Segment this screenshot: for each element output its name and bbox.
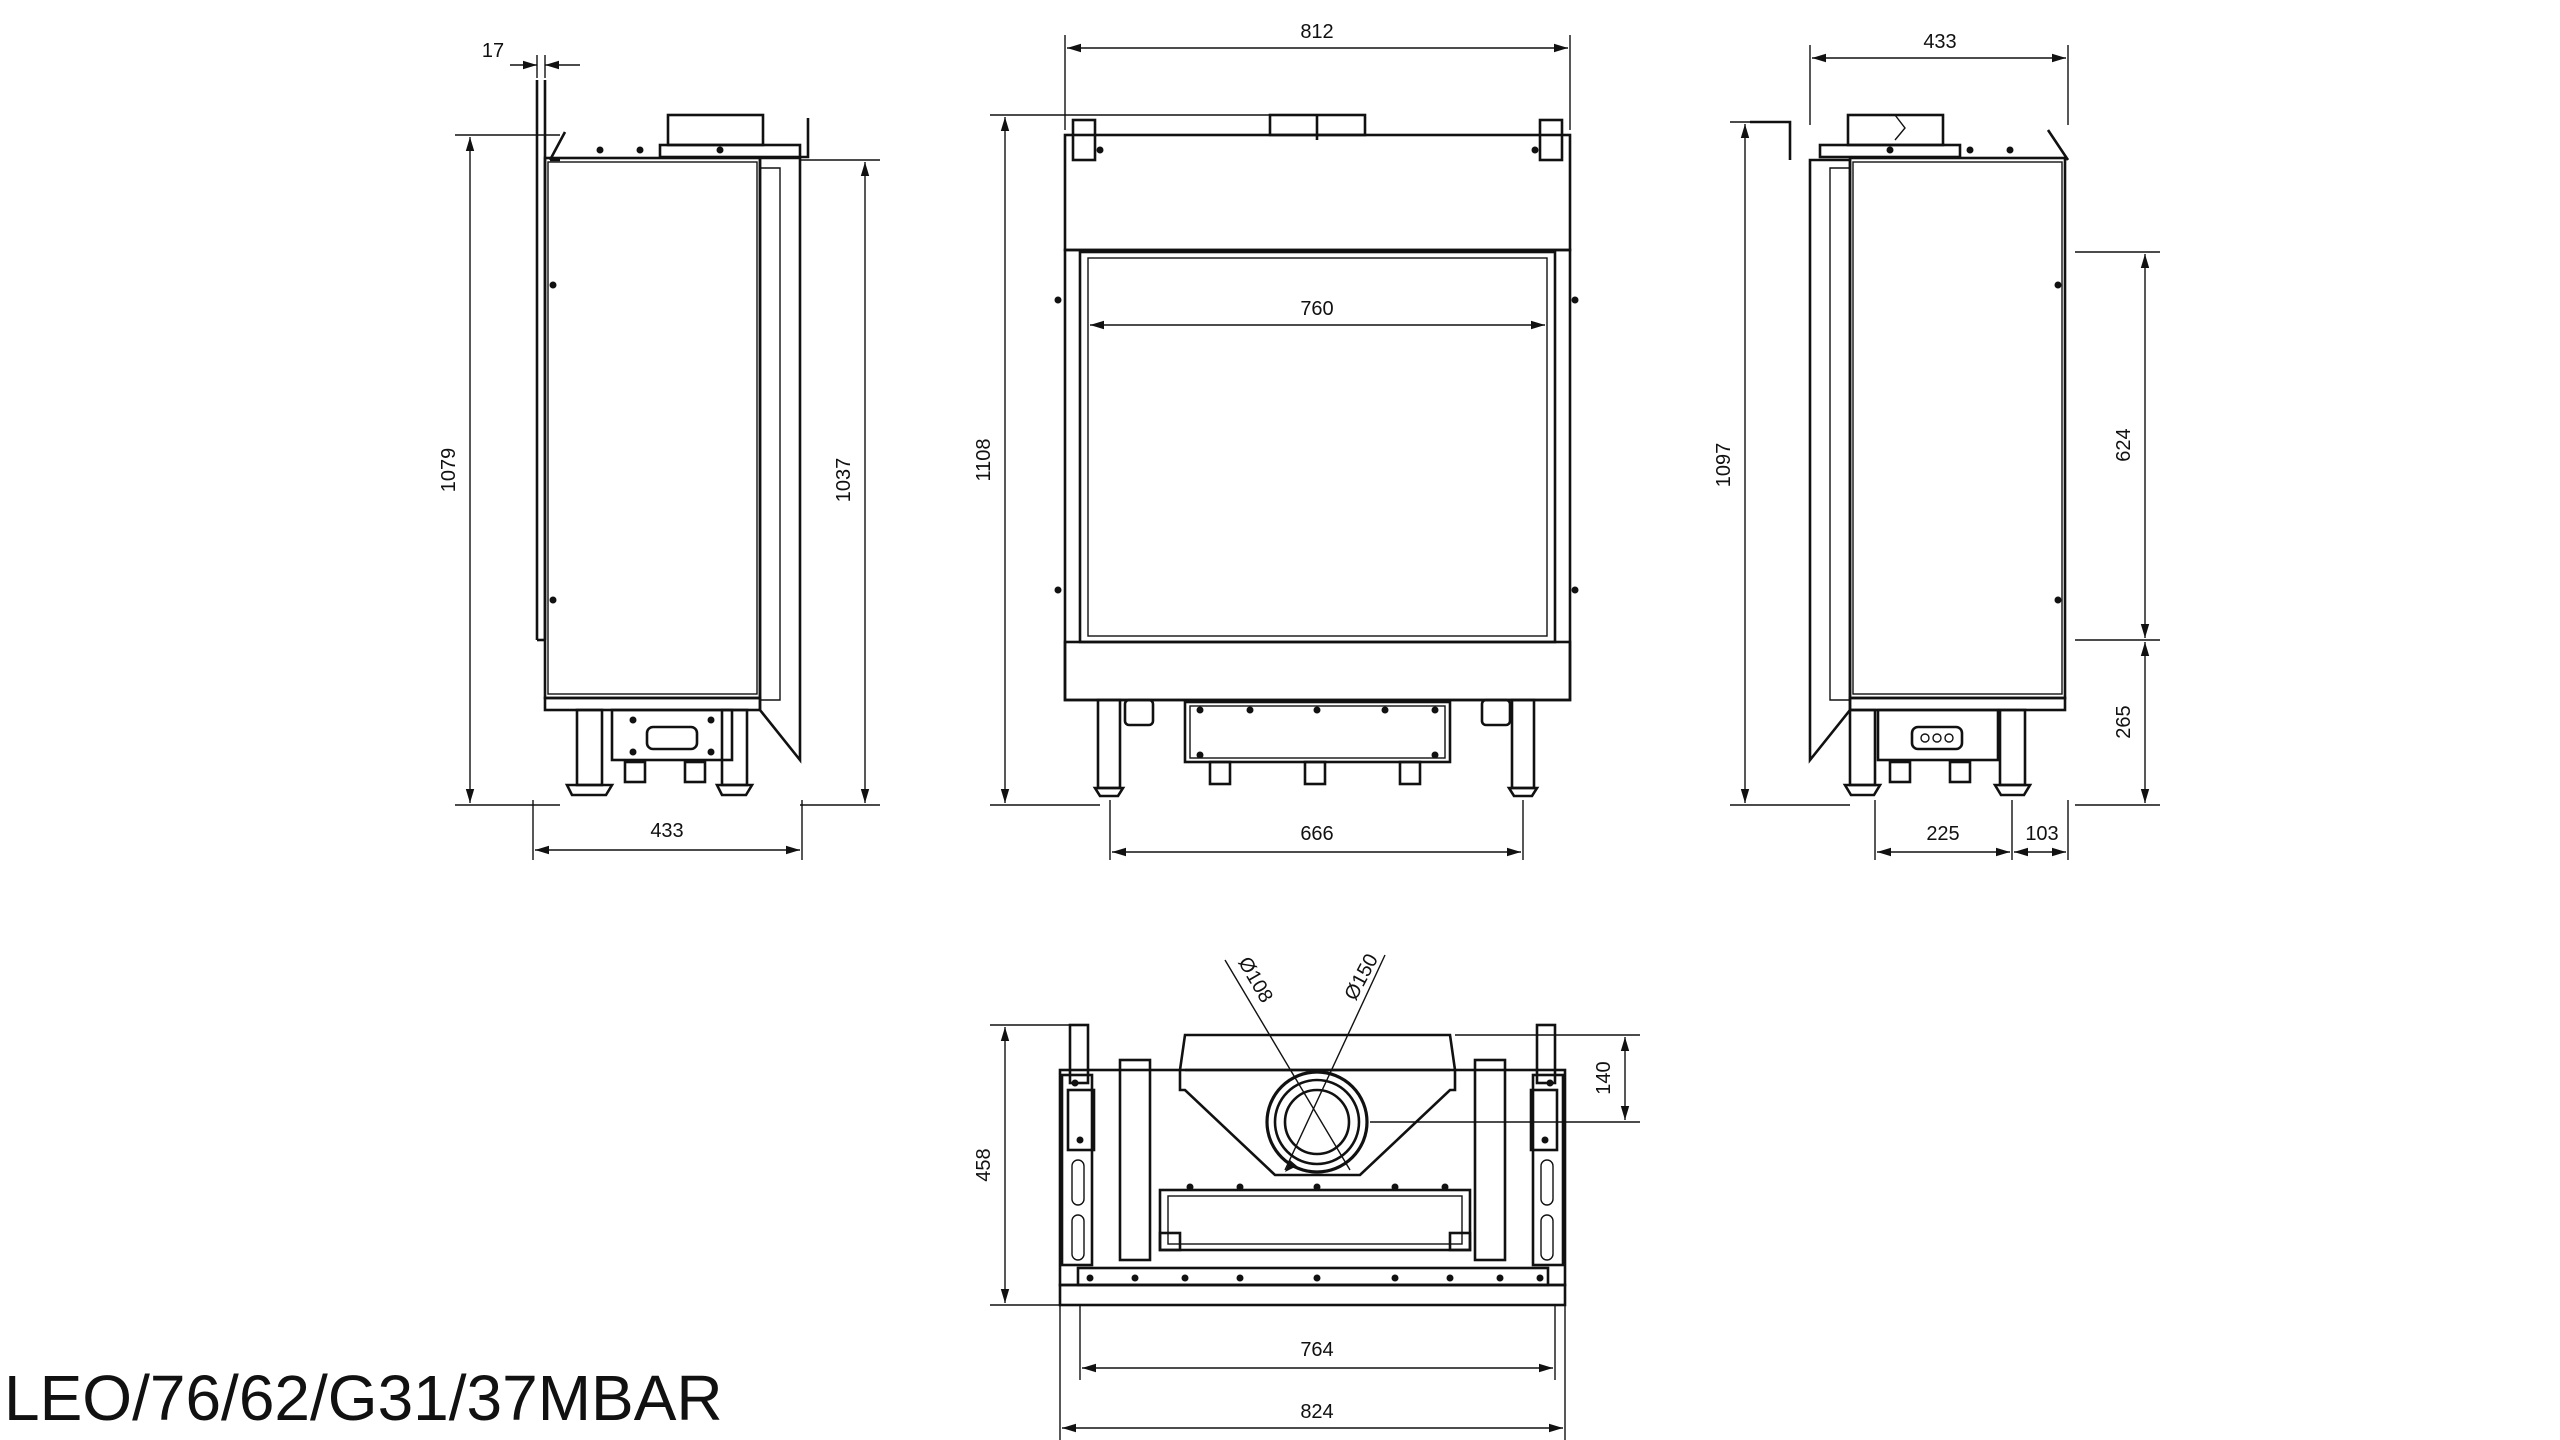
dim-top-824: 824 bbox=[1300, 1401, 1333, 1423]
dim-right-103: 103 bbox=[2025, 823, 2058, 845]
dim-left-433: 433 bbox=[650, 820, 683, 842]
dim-front-812: 812 bbox=[1300, 21, 1333, 43]
dim-top-d150: Ø150 bbox=[1341, 950, 1383, 1004]
dim-right-225: 225 bbox=[1926, 823, 1959, 845]
dim-front-760: 760 bbox=[1300, 298, 1333, 320]
top-view: Ø108 Ø150 140 458 764 824 bbox=[973, 950, 1640, 1440]
side-view-left: 17 1079 1037 433 bbox=[438, 40, 880, 860]
dim-front-1108: 1108 bbox=[973, 438, 995, 481]
dim-left-1037: 1037 bbox=[833, 458, 855, 503]
dim-right-624: 624 bbox=[2113, 428, 2135, 461]
dim-top-d108: Ø108 bbox=[1233, 953, 1277, 1006]
dim-top-764: 764 bbox=[1300, 1339, 1333, 1361]
model-title: LEO/76/62/G31/37MBAR bbox=[4, 1362, 723, 1434]
dim-left-17: 17 bbox=[482, 40, 504, 62]
dim-top-458: 458 bbox=[973, 1148, 995, 1181]
front-view: 812 760 1108 666 bbox=[973, 21, 1579, 860]
dim-right-265: 265 bbox=[2113, 705, 2135, 738]
dim-right-433: 433 bbox=[1923, 31, 1956, 53]
dim-front-666: 666 bbox=[1300, 823, 1333, 845]
dim-left-1079: 1079 bbox=[438, 448, 460, 493]
dim-right-1097: 1097 bbox=[1713, 443, 1735, 488]
side-view-right: 433 1097 624 265 225 103 bbox=[1713, 31, 2160, 860]
dim-top-140: 140 bbox=[1593, 1061, 1615, 1094]
